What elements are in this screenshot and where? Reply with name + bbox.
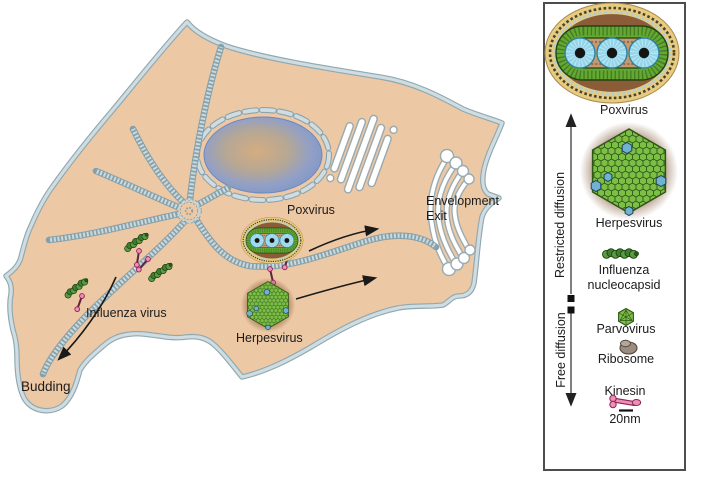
legend-parvovirus-icon (618, 307, 634, 327)
transport-arrows (57, 225, 380, 361)
legend-poxvirus-icon (545, 0, 679, 110)
envelopment-exit-label: Envelopment Exit (426, 194, 499, 223)
poxvirus-label: Poxvirus (287, 203, 335, 217)
nucleus (194, 107, 332, 203)
axis-restricted-diffusion-label: Restricted diffusion (553, 171, 567, 279)
envelopment-label-line2: Exit (426, 208, 447, 223)
legend-kinesin-label: Kinesin (604, 384, 646, 398)
cell-membrane-band (4, 20, 504, 413)
budding-label: Budding (21, 379, 71, 394)
legend-kinesin-icon (609, 394, 642, 409)
legend-scale-label: 20nm (609, 411, 641, 426)
influenza-virus-label: Influenza virus (86, 306, 167, 320)
legend-influenza-label: Influenza nucleocapsid (564, 263, 684, 292)
legend-herpesvirus-label: Herpesvirus (595, 216, 663, 230)
envelopment-label-line1: Envelopment (426, 194, 499, 208)
legend-herpesvirus-icon (579, 121, 679, 221)
axis-break-marker (567, 295, 575, 302)
legend-influenza-label-line2: nucleocapsid (587, 277, 661, 292)
centrosome (176, 198, 202, 224)
golgi-apparatus (326, 114, 398, 194)
herpesvirus-label: Herpesvirus (236, 331, 303, 345)
microtubules (39, 43, 440, 378)
envelopment-exit-organelle (427, 148, 476, 277)
poxvirus-transport-arrow (308, 225, 380, 252)
legend-influenza-icon (602, 248, 639, 259)
legend-influenza-label-line1: Influenza (598, 263, 650, 277)
axis-break-marker (567, 306, 575, 314)
legend-parvovirus-label: Parvovirus (596, 322, 656, 336)
legend-ribosome-icon (619, 339, 638, 355)
diffusion-axis (565, 113, 577, 407)
legend-graphics (545, 0, 679, 412)
legend-poxvirus-label: Poxvirus (600, 103, 648, 117)
cell-body (3, 19, 505, 414)
herpesvirus-transport-arrow (295, 275, 378, 300)
budding-transport-arrow (57, 276, 117, 361)
legend-ribosome-label: Ribosome (597, 352, 655, 366)
axis-free-diffusion-label: Free diffusion (554, 312, 568, 388)
